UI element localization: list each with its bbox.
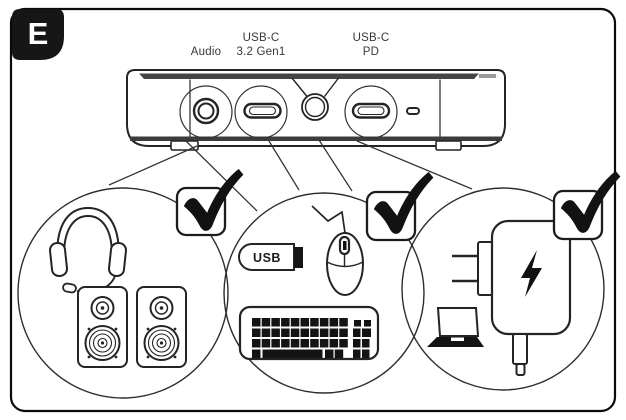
audio-jack-port [192, 97, 220, 125]
checkbox-audio-devices [175, 169, 244, 237]
port-label-usb-c-pd: USB-C PD [352, 32, 390, 58]
headset-icon [49, 206, 127, 294]
speaker-icon [77, 286, 128, 368]
power-adapter-icon [452, 219, 572, 376]
slim-slot-port [406, 107, 420, 115]
callout-lines [108, 139, 473, 212]
checkmark-icon [183, 169, 244, 231]
usb-c-gen1-port [243, 102, 282, 119]
step-label: E [27, 15, 49, 51]
speaker-icon [136, 286, 187, 368]
keyboard-icon [238, 305, 380, 361]
usb-c-connector [512, 333, 528, 365]
step-badge [12, 9, 64, 60]
rubber-foot [435, 140, 462, 151]
port-label-usb-c-gen1: USB-C 3.2 Gen1 [236, 32, 286, 58]
mouse-cable [311, 205, 346, 234]
checkmark-icon [373, 172, 434, 234]
usb-drive-label: USB [253, 250, 281, 265]
center-round-port [291, 77, 340, 121]
checkmark-icon [560, 171, 621, 233]
usb-drive-icon [238, 243, 303, 271]
usb-peripherals-circle [223, 192, 425, 394]
laptop-icon [427, 307, 484, 347]
gen1-port-highlight-ring [234, 85, 288, 139]
audio-port-highlight-ring [179, 85, 233, 139]
audio-devices-circle [17, 187, 229, 399]
usb-c-pd-port [351, 102, 391, 119]
checkbox-usb-peripherals [365, 172, 434, 242]
pd-port-highlight-ring [344, 85, 398, 139]
spacebar-key [262, 349, 323, 358]
bottom-shade-band [130, 136, 502, 141]
mouse-icon [311, 205, 364, 296]
checkbox-power-devices [552, 171, 621, 241]
hub-device [126, 69, 506, 151]
lightning-bolt-icon [521, 250, 542, 297]
port-label-audio: Audio [190, 46, 222, 58]
rubber-foot [170, 140, 199, 151]
top-shade-band [139, 73, 479, 79]
power-devices-circle [401, 187, 605, 391]
microphone-boom-tip [62, 282, 77, 294]
